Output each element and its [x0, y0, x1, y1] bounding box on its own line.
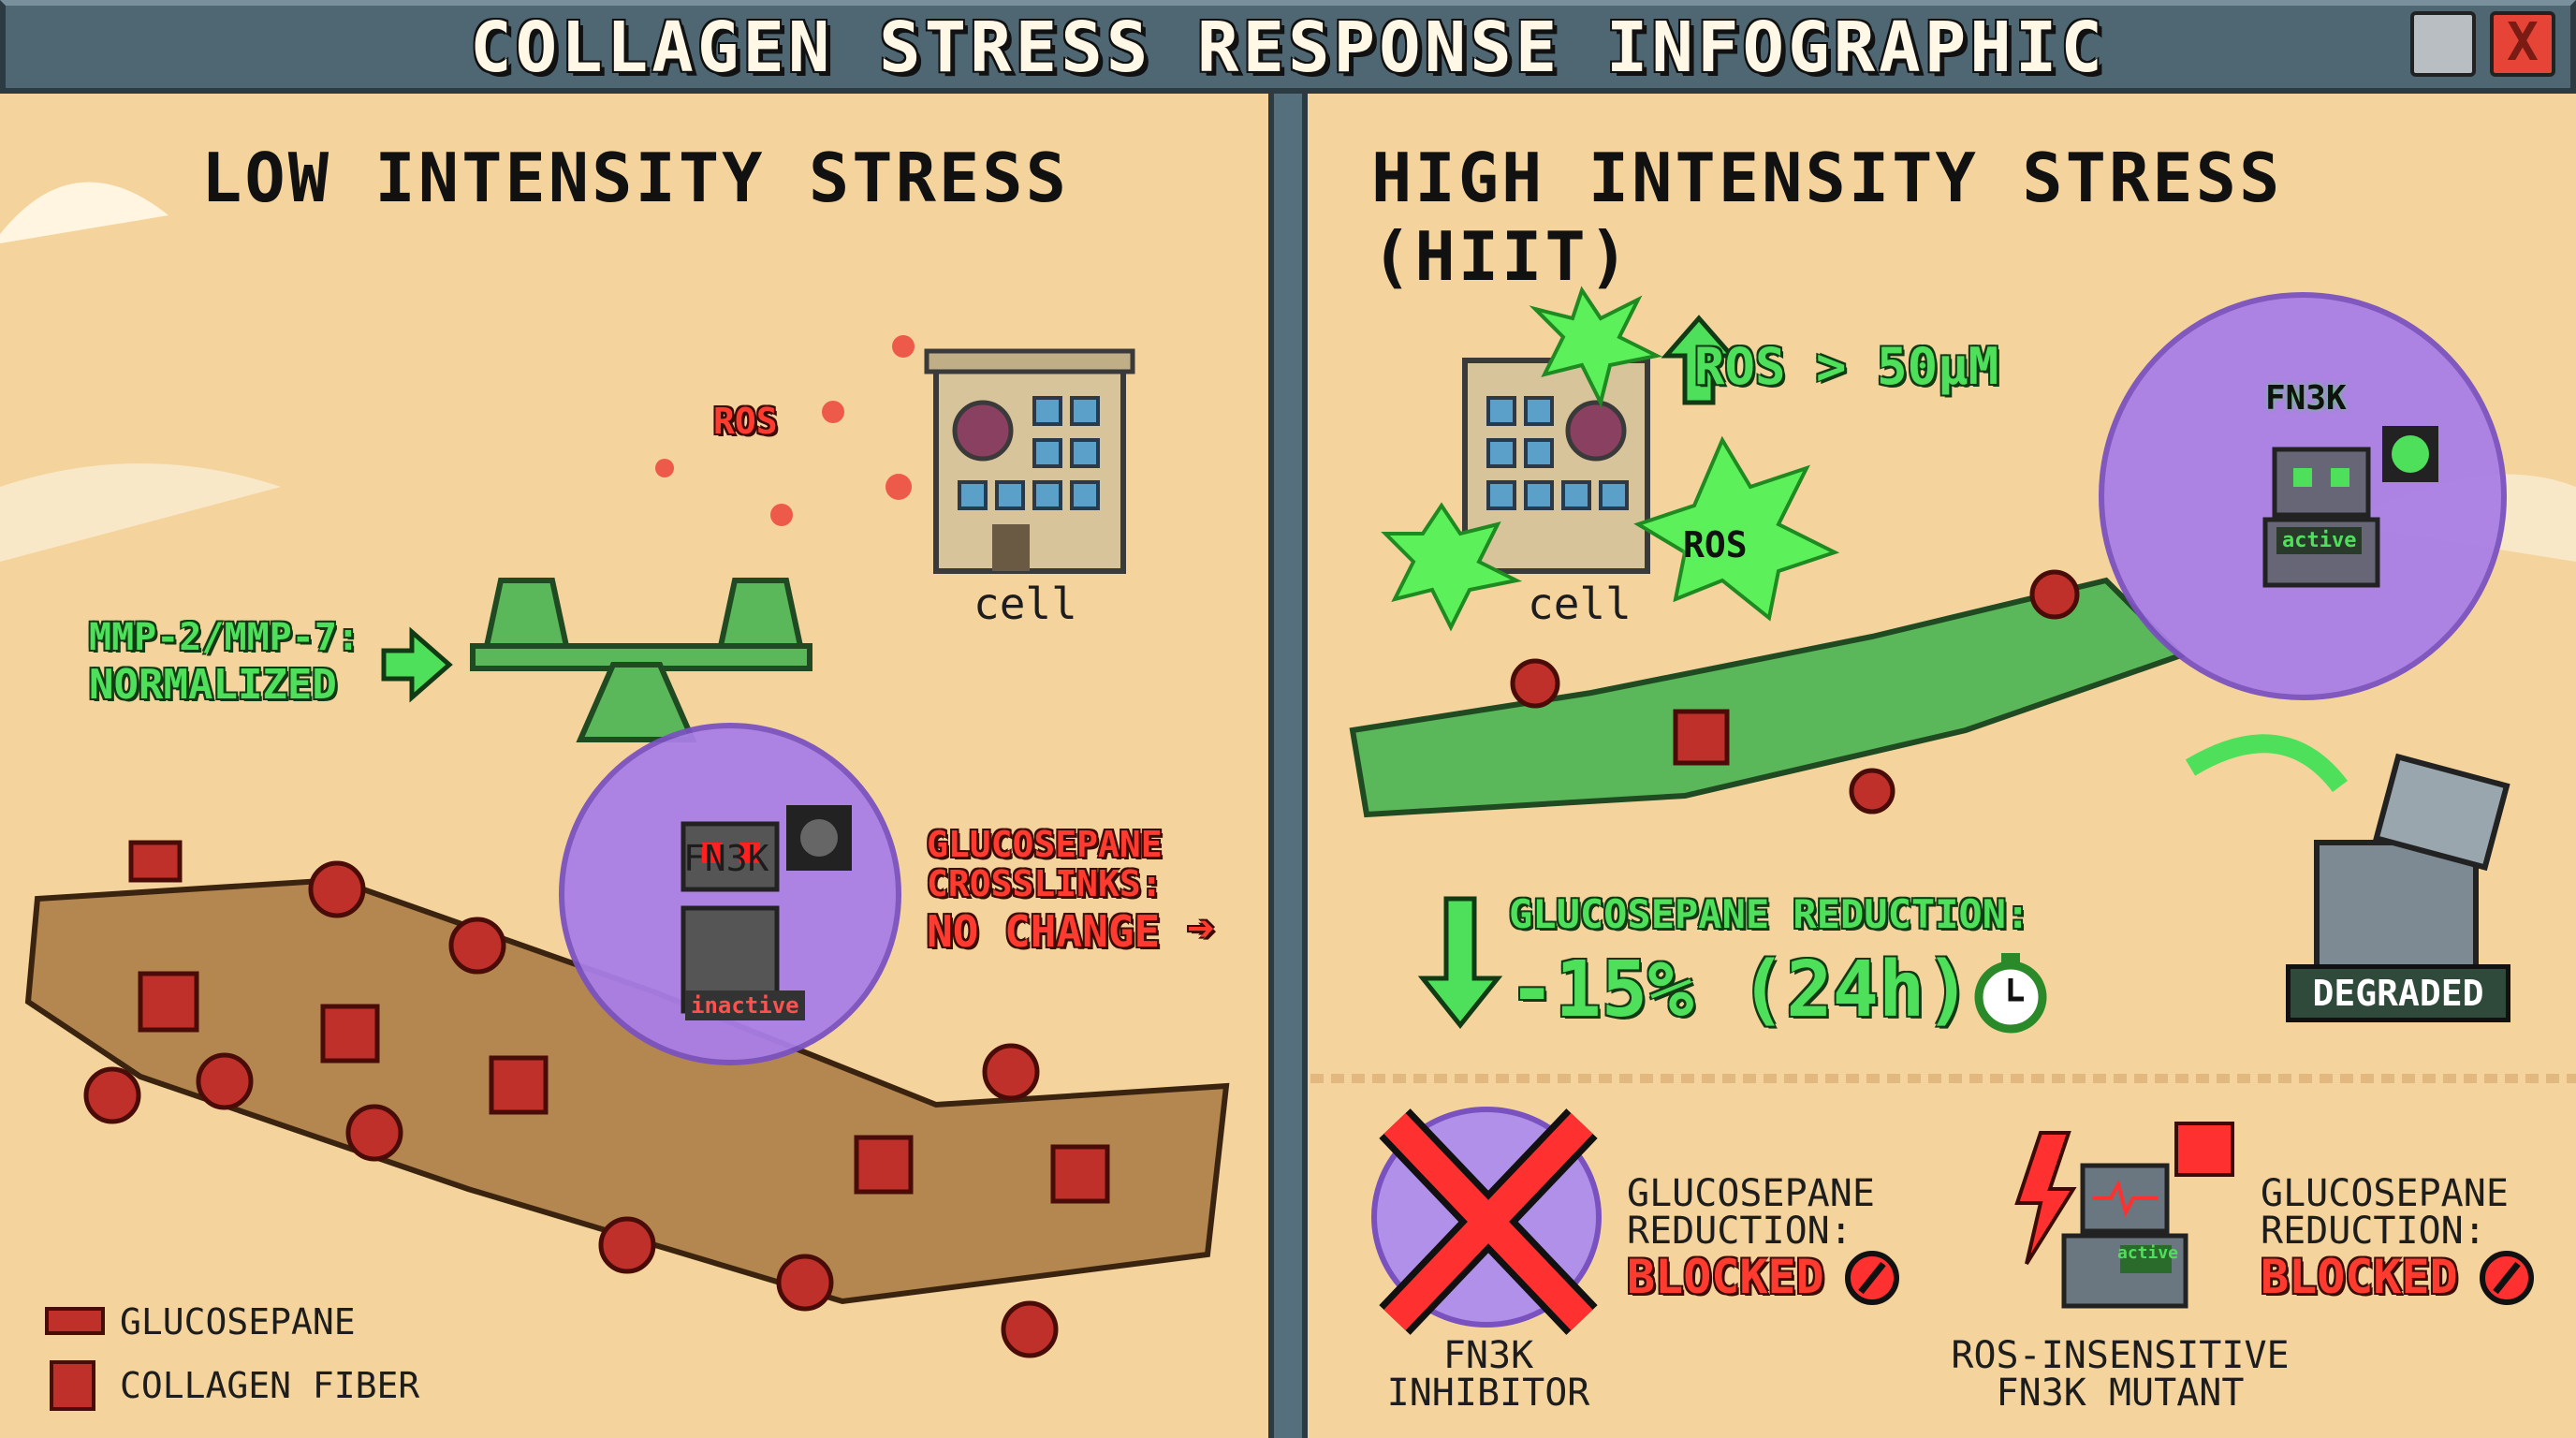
legend-glucosepane: GLUCOSEPANE [120, 1301, 356, 1343]
mmp-arrow-icon [381, 626, 453, 703]
inhibitor-result-1: GLUCOSEPANE [1627, 1172, 1875, 1215]
reduction-value: -15% (24h) [1509, 946, 1971, 1034]
panel-divider [1268, 94, 1308, 1438]
glucosepane-crosslinks-left [83, 840, 1110, 1358]
cell-label-left: cell [973, 579, 1077, 629]
blocked-icon [2480, 1251, 2534, 1305]
low-intensity-heading: LOW INTENSITY STRESS [201, 139, 1069, 217]
mutant-name-1: ROS-INSENSITIVE [1951, 1334, 2290, 1377]
degraded-badge: DEGRADED [2286, 964, 2510, 1022]
cell-building-right [1462, 358, 1650, 574]
crosslinks-label-1: GLUCOSEPANE [927, 824, 1163, 865]
crosslinks-label-2: CROSSLINKS: [927, 863, 1163, 904]
reduction-label: GLUCOSEPANE REDUCTION: [1509, 891, 2030, 937]
collagen-fiber-left [24, 876, 1230, 1305]
stopwatch-icon [1974, 953, 2047, 1034]
ros-up-arrow-icon [1661, 315, 1737, 405]
inhibitor-name-2: INHIBITOR [1386, 1372, 1590, 1415]
mutant-robot-state: active [2117, 1243, 2179, 1263]
mmp-status: NORMALIZED [89, 661, 337, 709]
collagen-fiber-icon [50, 1360, 95, 1411]
degrade-arrow-icon [2185, 734, 2348, 793]
legend-collagen-fiber: COLLAGEN FIBER [120, 1365, 420, 1406]
reduction-down-arrow-icon [1417, 896, 1503, 1030]
ros-burst-icons [1381, 286, 1840, 632]
ros-threshold-label: ROS > 50µM [1694, 337, 1999, 396]
mutant-status: BLOCKED [2261, 1250, 2458, 1304]
ros-particles-left [655, 335, 915, 526]
seesaw-balance-icon [470, 578, 812, 742]
cell-building-left [924, 348, 1135, 574]
inhibitor-status: BLOCKED [1627, 1250, 1824, 1304]
inhibitor-name-1: FN3K [1442, 1334, 1534, 1377]
window-titlebar[interactable] [0, 0, 2576, 94]
fn3k-state-inactive: inactive [685, 990, 805, 1020]
mutant-result-2: REDUCTION: [2261, 1210, 2486, 1253]
right-arrow-icon: ➔ [1187, 901, 1216, 955]
fn3k-label-left: FN3K [683, 838, 769, 879]
crosslinks-status: NO CHANGE [927, 906, 1161, 957]
minimize-button[interactable] [2410, 11, 2476, 77]
blocked-icon [1845, 1251, 1899, 1305]
fn3k-state-active: active [2276, 527, 2363, 554]
ros-label-right: ROS [1683, 524, 1748, 565]
cell-label-right: cell [1528, 579, 1632, 629]
ros-insensitive-mutant-robot-icon [2014, 1122, 2234, 1309]
high-intensity-heading: HIGH INTENSITY STRESS (HIIT) [1371, 139, 2283, 296]
mmp-label: MMP-2/MMP-7: [89, 616, 359, 659]
fn3k-inhibitor-icon [1371, 1107, 1602, 1335]
close-button[interactable]: X [2490, 11, 2555, 77]
ros-label-left: ROS [713, 401, 778, 442]
inhibitor-result-2: REDUCTION: [1627, 1210, 1852, 1253]
legend-icons [45, 1307, 105, 1411]
fn3k-label-right: FN3K [2265, 379, 2347, 418]
glucosepane-crosslinks-right [1510, 569, 2080, 814]
glucosepane-bolt-icon [45, 1307, 105, 1335]
window-title: COLLAGEN STRESS RESPONSE INFOGRAPHIC [470, 7, 2106, 88]
mutant-result-1: GLUCOSEPANE [2261, 1172, 2509, 1215]
mutant-name-2: FN3K MUTANT [1996, 1372, 2245, 1415]
